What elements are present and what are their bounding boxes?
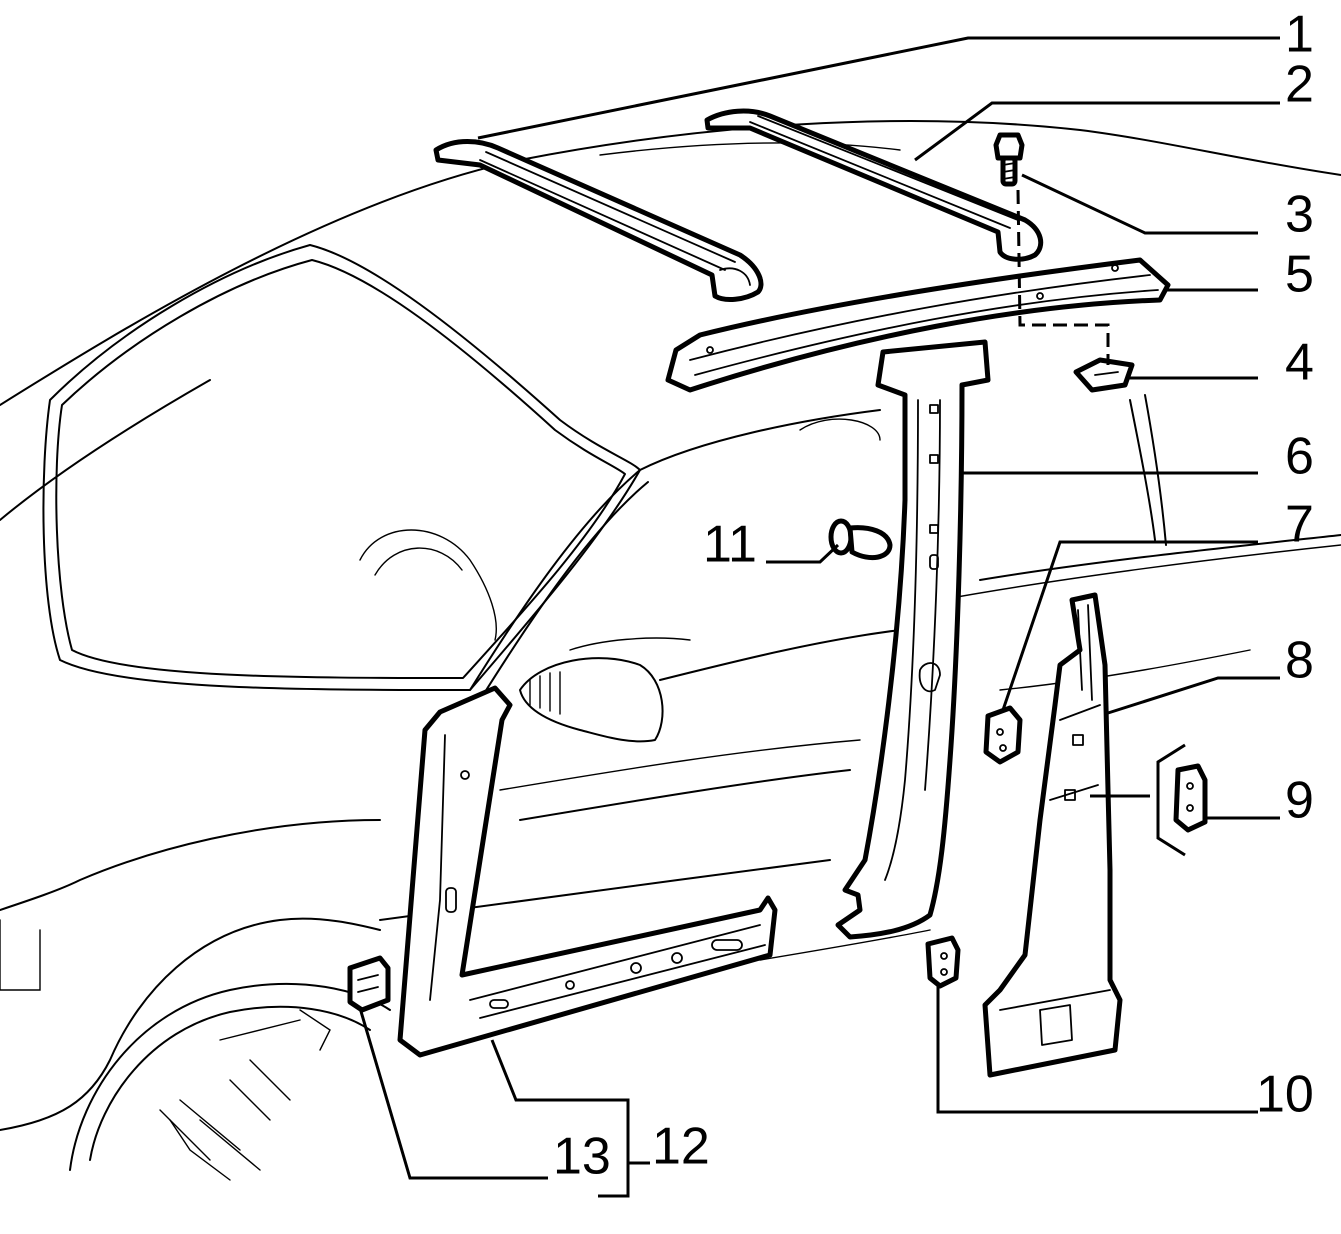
part-7-pad <box>983 705 1023 765</box>
part-6-b-pillar <box>835 339 991 940</box>
leader-2 <box>914 101 1280 162</box>
leader-8 <box>1107 676 1280 715</box>
callout-4: 4 <box>1285 334 1314 392</box>
leader-3-5-4-link <box>1016 189 1110 365</box>
part-10-pad <box>925 935 961 989</box>
callout-2: 2 <box>1285 56 1314 114</box>
part-1-roof-crossmember <box>433 139 764 302</box>
callout-12: 12 <box>652 1118 710 1176</box>
callout-labels: 1 2 3 5 4 6 7 8 9 10 11 12 13 <box>553 6 1314 1186</box>
part-12-a-pillar-sill <box>397 685 778 1058</box>
part-9-pad <box>1173 763 1208 833</box>
part-8-inner-pillar <box>982 592 1123 1078</box>
leader-11 <box>766 543 840 564</box>
leader-10 <box>936 985 1258 1114</box>
callout-13: 13 <box>553 1128 611 1186</box>
leader-9-bracket <box>1156 743 1186 857</box>
callout-3: 3 <box>1285 186 1314 244</box>
part-3-bolt <box>993 132 1025 187</box>
callout-1: 1 <box>1285 6 1314 64</box>
part-11-plug <box>828 518 893 561</box>
callout-9: 9 <box>1285 772 1314 830</box>
callout-10: 10 <box>1256 1066 1314 1124</box>
part-2-roof-crossmember <box>704 108 1044 262</box>
leader-3 <box>1021 173 1258 235</box>
leader-7 <box>1001 540 1258 711</box>
callout-8: 8 <box>1285 632 1314 690</box>
callout-5: 5 <box>1285 246 1314 304</box>
part-13-clip <box>347 955 391 1013</box>
leader-12 <box>490 1039 650 1198</box>
callout-7: 7 <box>1285 496 1314 554</box>
leader-13 <box>358 1007 548 1180</box>
leader-1 <box>477 36 1280 140</box>
leader-9 <box>1090 794 1280 820</box>
callout-11: 11 <box>703 516 757 574</box>
leader-lines <box>358 36 1280 1198</box>
part-4-plate <box>1073 357 1135 393</box>
car-body-outline <box>0 120 1341 1181</box>
callout-6: 6 <box>1285 428 1314 486</box>
part-5-roof-rail <box>665 257 1171 393</box>
